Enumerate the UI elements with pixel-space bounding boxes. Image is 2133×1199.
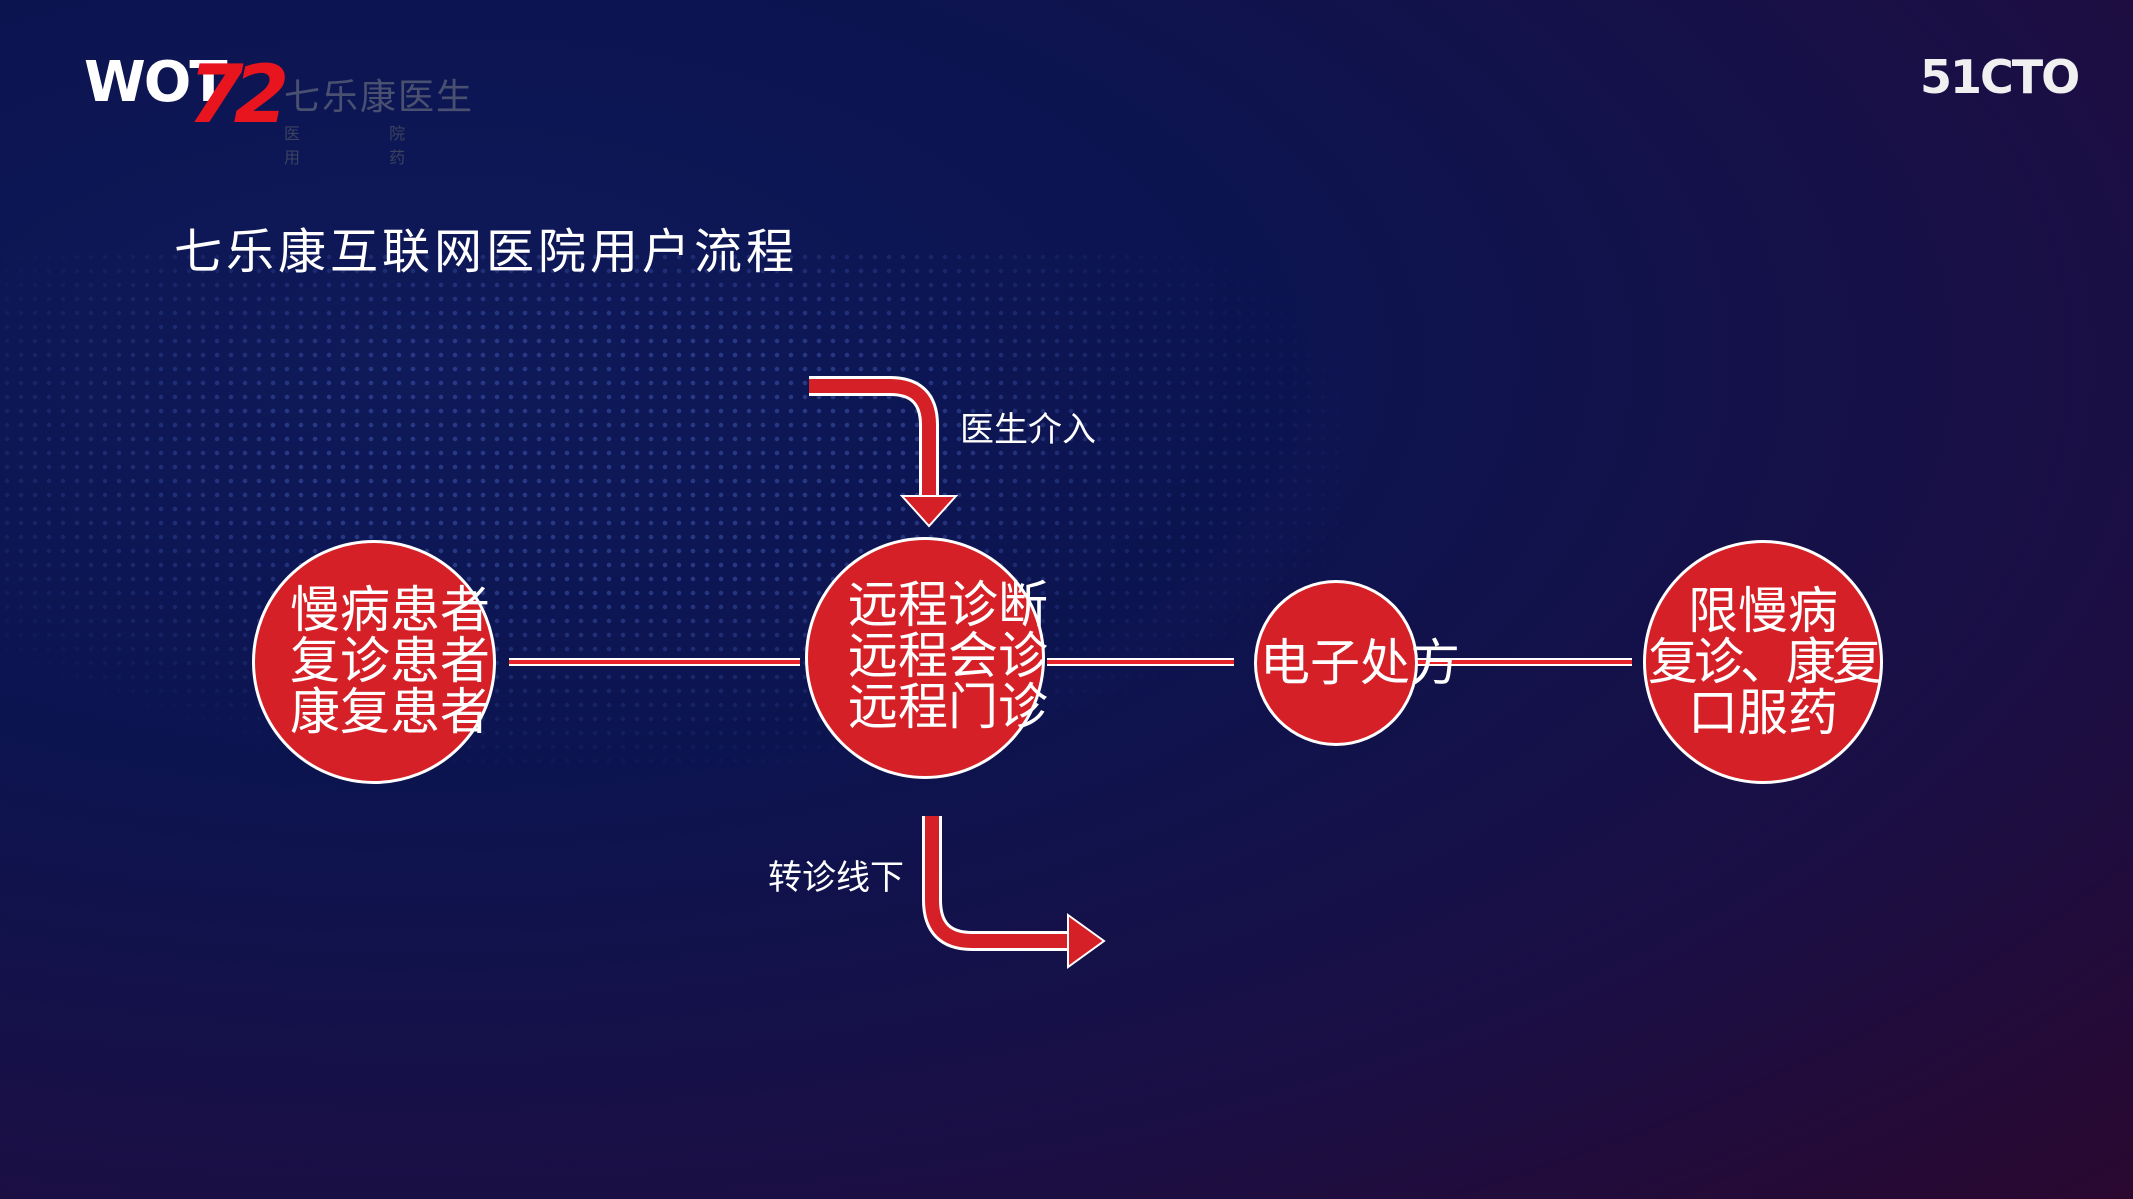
logo-number: 72 — [188, 48, 289, 141]
logo-cn-sub: 医 院 用 药 — [284, 124, 448, 167]
referral-offline-label: 转诊线下 — [768, 858, 904, 898]
node-remote — [805, 537, 1045, 779]
node-restriction — [1643, 540, 1883, 784]
node-line: 远程诊断 — [848, 576, 1048, 634]
node-line: 慢病患者 — [290, 581, 490, 639]
node-eprescription-text: 电子处方 — [1260, 638, 1460, 689]
node-line: 康复患者 — [290, 683, 490, 741]
logo-cn: 七乐康医生 — [284, 77, 475, 118]
wot-logo: WOT 72 七乐康医生 医 院 用 药 — [84, 48, 484, 167]
node-line: 复诊患者 — [290, 632, 490, 690]
doctor-in-label: 医生介入 — [960, 410, 1096, 450]
arrow-down-doctor — [809, 376, 959, 528]
node-eprescription — [1254, 580, 1418, 746]
page-title: 七乐康互联网医院用户流程 — [174, 224, 799, 280]
node-line: 复诊、康复 — [1648, 633, 1882, 691]
node-line: 远程会诊 — [848, 627, 1048, 685]
node-line: 口服药 — [1688, 684, 1838, 742]
world-map-dots — [0, 250, 1350, 770]
node-line: 电子处方 — [1260, 634, 1460, 692]
node-line: 限慢病 — [1688, 582, 1838, 640]
node-line: 远程门诊 — [848, 678, 1048, 736]
node-restriction-text: 限慢病 复诊、康复 口服药 — [1640, 586, 1886, 739]
arrow-right-referral — [922, 816, 1106, 969]
node-remote-text: 远程诊断 远程会诊 远程门诊 — [848, 580, 1048, 733]
node-patients-text: 慢病患者 复诊患者 康复患者 — [290, 585, 490, 738]
node-patients — [252, 540, 496, 784]
brand-logo: 51CTO — [1920, 50, 2080, 104]
logo-text: WOT — [84, 50, 228, 115]
